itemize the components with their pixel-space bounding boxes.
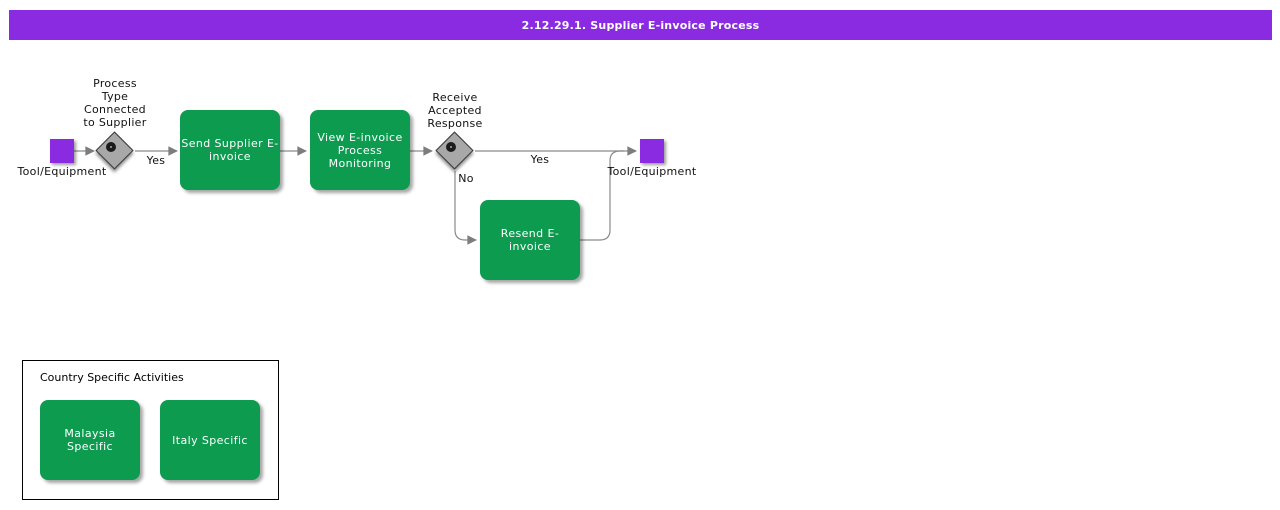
diagram-title: 2.12.29.1. Supplier E-invoice Process bbox=[521, 18, 760, 32]
task-resend-einvoice[interactable]: Resend E- invoice bbox=[480, 200, 580, 280]
gateway-process-type bbox=[95, 131, 135, 171]
task-malaysia-specific[interactable]: Malaysia Specific bbox=[40, 400, 140, 480]
gateway-process-type-label: Process Type Connected to Supplier bbox=[83, 77, 147, 129]
edge-label-yes-1: Yes bbox=[146, 154, 166, 167]
end-node-label: Tool/Equipment bbox=[607, 165, 697, 178]
diagram-title-bar: 2.12.29.1. Supplier E-invoice Process bbox=[9, 10, 1272, 40]
gateway-receive-response-label: Receive Accepted Response bbox=[427, 91, 483, 130]
start-node-label: Tool/Equipment bbox=[17, 165, 107, 178]
edge-label-no: No bbox=[458, 172, 474, 185]
task-send-supplier-einvoice[interactable]: Send Supplier E- invoice bbox=[180, 110, 280, 190]
task-view-einvoice-monitoring[interactable]: View E-invoice Process Monitoring bbox=[310, 110, 410, 190]
country-box-title: Country Specific Activities bbox=[40, 371, 184, 384]
edge-label-yes-2: Yes bbox=[530, 153, 550, 166]
task-italy-specific[interactable]: Italy Specific bbox=[160, 400, 260, 480]
gateway-circle-icon bbox=[106, 142, 116, 152]
gateway-receive-accepted-response bbox=[435, 131, 475, 171]
gateway-circle-icon bbox=[446, 142, 456, 152]
end-node-tool-equipment[interactable] bbox=[640, 139, 664, 163]
start-node-tool-equipment[interactable] bbox=[50, 139, 74, 163]
